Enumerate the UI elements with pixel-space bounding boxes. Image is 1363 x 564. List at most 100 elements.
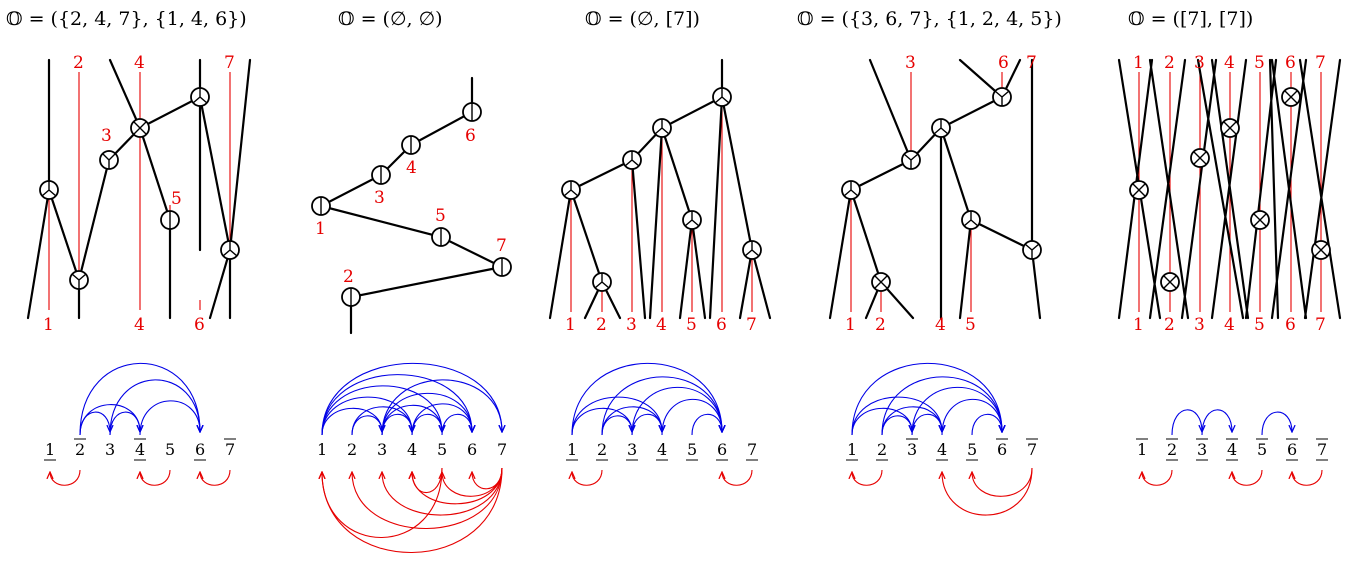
blue-arc	[79, 411, 110, 436]
blue-arc	[881, 376, 1002, 436]
top-label: 1	[1133, 53, 1144, 73]
blue-arc	[381, 392, 472, 436]
bottom-label: 4	[656, 315, 667, 335]
top-label: 7	[1315, 53, 1326, 73]
sequence-item: 3	[907, 440, 917, 459]
bottom-label: 4	[1224, 315, 1235, 335]
sequence-item: 5	[967, 440, 977, 459]
sequence-item: 5	[165, 440, 175, 459]
sequence-item: 6	[467, 440, 477, 459]
panel-3-sequence: 1 2 3 4 5 6 7	[566, 362, 758, 486]
blue-arc	[851, 362, 1002, 436]
top-label: 7	[1026, 53, 1037, 73]
side-label: 3	[374, 188, 385, 208]
blue-arc	[321, 374, 472, 436]
panel-3-title: 𝕆 = (∅, [7])	[585, 8, 700, 30]
bottom-label: 4	[935, 315, 946, 335]
sequence-item: 3	[105, 440, 115, 459]
red-arc	[1232, 469, 1263, 486]
node-mark	[1132, 90, 1328, 289]
blue-arc	[139, 400, 200, 436]
red-arc	[572, 469, 603, 486]
blue-arc	[571, 396, 662, 436]
red-arc	[50, 469, 81, 486]
blue-arc	[79, 362, 200, 436]
panel-1-title: 𝕆 = ({2, 4, 7}, {1, 4, 6})	[6, 8, 247, 30]
bottom-label: 1	[565, 315, 576, 335]
panel-4-title: 𝕆 = ({3, 6, 7}, {1, 2, 4, 5})	[797, 8, 1062, 30]
bottom-label: 5	[686, 315, 697, 335]
blue-arc	[631, 386, 722, 436]
bottom-label: 2	[596, 315, 607, 335]
blue-arc	[941, 398, 1002, 436]
blue-arc	[321, 396, 412, 436]
bottom-label: 6	[1285, 315, 1296, 335]
blue-arc	[1171, 409, 1202, 436]
side-label: 7	[496, 236, 507, 256]
sequence-item: 1	[45, 440, 55, 459]
side-label: 5	[171, 189, 182, 209]
red-arc	[722, 469, 753, 486]
sequence-item: 1	[847, 440, 857, 459]
red-arc	[1142, 469, 1173, 486]
sequence-bars	[846, 438, 1038, 461]
panel-2: 𝕆 = (∅, ∅) 1 2 3 4 5 6 7	[311, 8, 512, 554]
top-label: 4	[1224, 53, 1235, 73]
panel-2-tree: 1 2 3 4 5 6 7	[311, 76, 512, 335]
sequence-item: 6	[195, 440, 205, 459]
sequence-item: 6	[997, 440, 1007, 459]
sequence-item: 3	[377, 440, 387, 459]
node-mark	[41, 88, 238, 289]
sequence-item: 3	[1197, 440, 1207, 459]
side-label: 3	[101, 126, 112, 146]
blue-arc	[851, 396, 942, 436]
bottom-label: 1	[845, 315, 856, 335]
panel-4-sequence: 1 2 3 4 5 6 7	[846, 362, 1038, 516]
side-label: 4	[406, 158, 417, 178]
bottom-label: 2	[1164, 315, 1175, 335]
side-label: 5	[435, 206, 446, 226]
red-arc	[382, 467, 503, 516]
sequence-item: 4	[135, 440, 145, 459]
blue-arc	[661, 398, 722, 436]
sequence-item: 1	[1137, 440, 1147, 459]
sequence-item: 2	[877, 440, 887, 459]
panel-2-title: 𝕆 = (∅, ∅)	[338, 8, 443, 30]
red-arc	[412, 467, 443, 494]
sequence-item: 1	[567, 440, 577, 459]
bottom-label: 6	[716, 315, 727, 335]
side-label: 1	[315, 219, 326, 239]
red-arc	[352, 467, 503, 530]
sequence-item: 5	[1257, 440, 1267, 459]
side-label: 2	[343, 267, 354, 287]
blue-arc	[1201, 409, 1232, 436]
blue-arc	[381, 379, 502, 436]
sequence-item: 4	[1227, 440, 1237, 459]
red-arc	[200, 469, 231, 486]
sequence-item: 1	[317, 440, 327, 459]
bottom-label: 7	[1315, 315, 1326, 335]
sequence-item: 7	[1027, 440, 1037, 459]
blue-arc	[571, 362, 722, 436]
sequence-item: 7	[497, 440, 507, 459]
red-arc	[472, 467, 503, 490]
sequence-item: 2	[75, 440, 85, 459]
top-label: 6	[1285, 53, 1296, 73]
bottom-label: 2	[875, 315, 886, 335]
node-mark	[320, 103, 503, 306]
bottom-label: 5	[1254, 315, 1265, 335]
bottom-label: 3	[626, 315, 637, 335]
bottom-label: 1	[1133, 315, 1144, 335]
side-label: 6	[465, 126, 476, 146]
sequence-item: 2	[347, 440, 357, 459]
sequence-item: 5	[437, 440, 447, 459]
panel-5-sequence: 1 2 3 4 5 6 7	[1136, 409, 1328, 486]
sequence-item: 4	[657, 440, 667, 459]
blue-arc	[321, 362, 502, 436]
sequence-item: 2	[1167, 440, 1177, 459]
bottom-label: 4	[134, 315, 145, 335]
panel-4: 𝕆 = ({3, 6, 7}, {1, 2, 4, 5}) 3 6 7 1 2 …	[797, 8, 1062, 516]
panel-1: 𝕆 = ({2, 4, 7}, {1, 4, 6}) 2 4 7 3 5 1 4	[6, 8, 252, 486]
sequence-item: 2	[597, 440, 607, 459]
